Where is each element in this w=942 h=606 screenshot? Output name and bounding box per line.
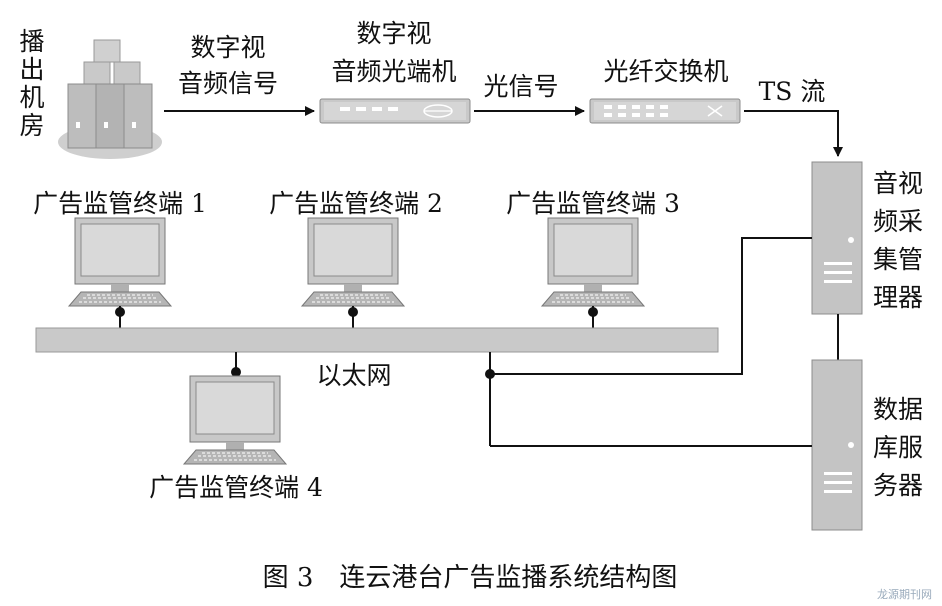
svg-text:数据: 数据 xyxy=(873,395,923,424)
terminal-4-monitor-icon xyxy=(183,375,287,465)
terminal-1-monitor-icon xyxy=(68,217,172,307)
svg-text:频采: 频采 xyxy=(873,207,923,236)
capture-server-icon xyxy=(811,161,863,315)
terminal-3-monitor-icon xyxy=(541,217,645,307)
broadcast-room-label: 播 出 机 房 xyxy=(19,27,44,140)
capture-server-label: 音视 频采 集管 理器 xyxy=(873,169,923,312)
db-server-label: 数据 库服 务器 xyxy=(873,395,923,500)
svg-text:播: 播 xyxy=(19,27,44,56)
svg-text:机: 机 xyxy=(19,83,44,112)
optical-terminal-label-line2: 音频光端机 xyxy=(331,57,456,86)
svg-text:出: 出 xyxy=(19,55,44,84)
terminal-1-node-dot xyxy=(115,307,125,317)
terminal-2-node-dot xyxy=(348,307,358,317)
svg-text:库服: 库服 xyxy=(873,433,923,462)
ts-stream-label: TS 流 xyxy=(759,77,826,106)
svg-text:房: 房 xyxy=(19,111,44,140)
terminal-3-node-dot xyxy=(588,307,598,317)
av-signal-label-line1: 数字视 xyxy=(190,33,265,62)
optical-terminal-label-line1: 数字视 xyxy=(356,19,431,48)
figure-caption: 图 3 连云港台广告监播系统结构图 xyxy=(263,563,678,593)
broadcast-room-icon xyxy=(58,39,162,159)
db-server-icon xyxy=(811,359,863,531)
arrow-switch-to-capture xyxy=(744,110,843,157)
terminal-4-label: 广告监管终端 4 xyxy=(149,473,323,502)
av-signal-label-line2: 音频信号 xyxy=(178,69,278,98)
optical-terminal-icon xyxy=(319,98,471,124)
watermark: 龙源期刊网 xyxy=(877,587,932,601)
terminal-2-monitor-icon xyxy=(301,217,405,307)
terminal-1-label: 广告监管终端 1 xyxy=(33,189,207,218)
link-bus-to-capture xyxy=(490,237,812,375)
svg-text:务器: 务器 xyxy=(873,471,923,500)
svg-text:理器: 理器 xyxy=(873,283,923,312)
ethernet-bus xyxy=(35,327,719,353)
optical-signal-label: 光信号 xyxy=(483,72,558,101)
fiber-switch-icon xyxy=(589,98,741,124)
fiber-switch-label: 光纤交换机 xyxy=(603,57,728,86)
terminal-4-node-dot xyxy=(231,367,241,377)
terminal-3-label: 广告监管终端 3 xyxy=(506,189,680,218)
terminal-2-label: 广告监管终端 2 xyxy=(269,189,443,218)
svg-text:音视: 音视 xyxy=(873,169,923,198)
ethernet-label: 以太网 xyxy=(316,361,391,390)
svg-text:集管: 集管 xyxy=(873,245,923,274)
